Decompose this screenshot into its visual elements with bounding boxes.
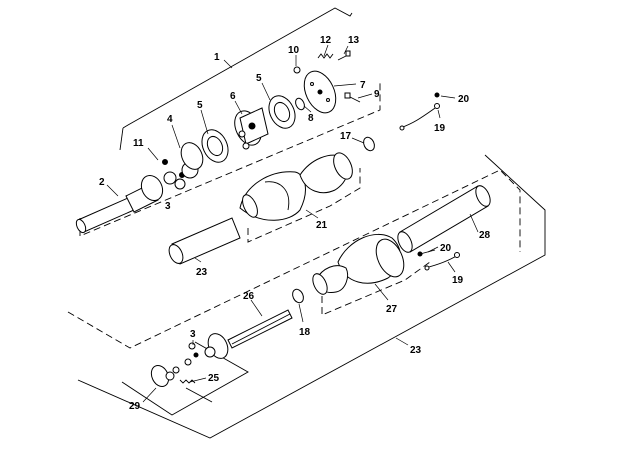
callout-26: 26 [243,291,255,302]
spring-12 [317,53,334,59]
group-27-dashed-boundary [321,261,431,316]
nut-10 [293,66,301,74]
callout-18: 18 [299,327,311,338]
callout-2: 2 [99,177,105,188]
callout-1: 1 [214,52,220,63]
callout-25: 25 [208,373,220,384]
cable-19-lower [424,252,460,271]
flange-4 [180,142,204,170]
shaft-26 [227,309,293,349]
tube-23-upper [168,217,241,265]
group-1-left-tick [119,127,124,151]
callout-9: 9 [374,89,380,100]
callout-21: 21 [316,220,328,231]
callout-4: 4 [167,114,173,125]
callout-20: 20 [440,243,452,254]
callout-19: 19 [452,275,464,286]
group-29-bracket [121,341,249,416]
callout-3: 3 [165,201,171,212]
callout-8: 8 [308,113,314,124]
callout-23: 23 [196,267,208,278]
callout-6: 6 [230,91,236,102]
callout-10: 10 [288,45,300,56]
group-1-dashed-boundary [79,80,381,237]
screw-9 [344,92,361,103]
housing-6 [234,107,269,150]
callout-5: 5 [256,73,262,84]
group-23-outer-bracket [77,154,546,439]
callout-23: 23 [410,345,422,356]
callout-19: 19 [434,123,446,134]
boot-21 [239,152,353,221]
cover-7 [303,70,337,114]
callout-12: 12 [320,35,332,46]
callout-29: 29 [129,401,141,412]
leader-lines [106,44,479,403]
callout-7: 7 [360,80,366,91]
callout-17: 17 [340,131,352,142]
callout-28: 28 [479,230,491,241]
screw-13 [337,50,351,61]
callout-3: 3 [190,329,196,340]
gasket-5-left [201,129,229,163]
tube-28 [397,185,491,253]
cable-19-upper [399,103,440,131]
clip-17 [363,136,375,152]
washer-8 [295,97,305,111]
group-1-bracket [122,7,353,129]
u-joint-lower [184,333,229,366]
fastener-20-upper [434,92,440,98]
group-lower-dashed-boundary [67,169,521,349]
callout-labels: 1 2 3 3 4 5 5 6 7 8 9 10 11 12 13 17 18 … [99,35,491,412]
callout-27: 27 [386,304,398,315]
callout-5: 5 [197,100,203,111]
callout-20: 20 [458,94,470,105]
boot-27 [312,233,405,295]
spring-25 [179,379,213,403]
yoke-29 [150,364,180,388]
callout-11: 11 [133,138,144,149]
fastener-20-lower [417,249,436,257]
callout-13: 13 [348,35,360,46]
group-21-dashed-boundary [247,168,361,243]
ring-18 [292,288,304,304]
gasket-5-right [268,95,296,129]
